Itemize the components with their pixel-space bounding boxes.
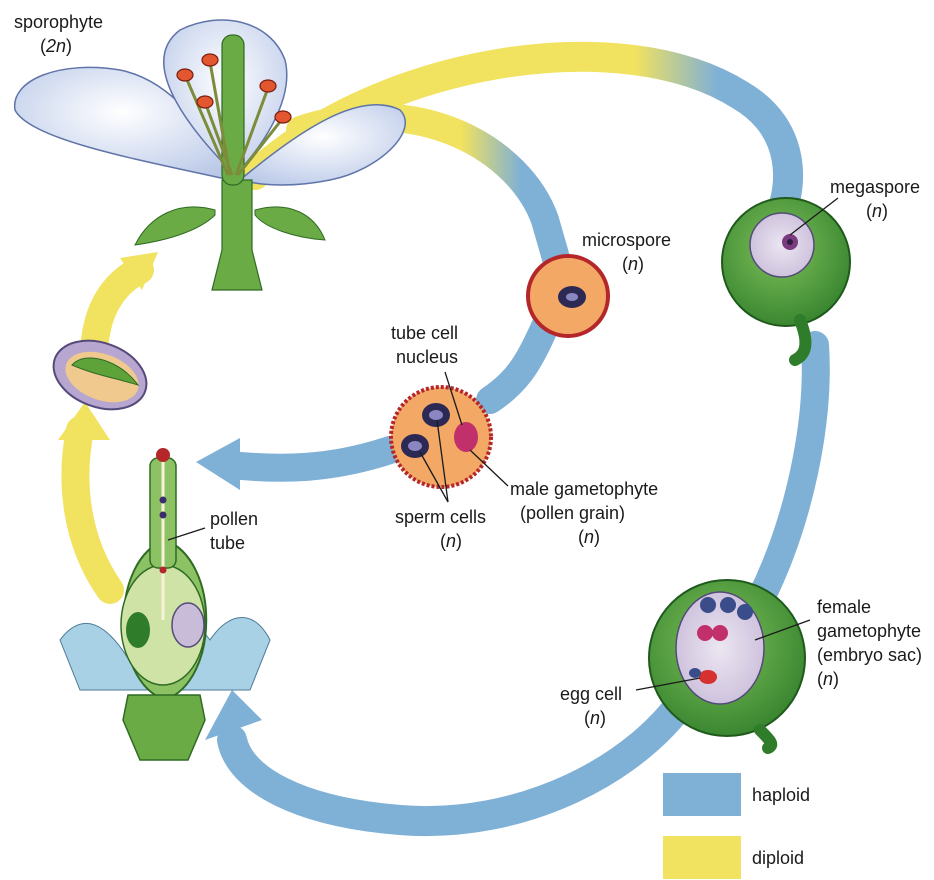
legend: haploid diploid (663, 773, 810, 879)
megaspore-ovule (722, 198, 850, 360)
label-sporophyte: sporophyte (2n) (14, 12, 103, 56)
legend-swatch-diploid (663, 836, 741, 879)
label-pollen-tube-line1: pollen (210, 509, 258, 529)
label-male-gametophyte-ploidy: (n) (578, 527, 600, 547)
label-pollen-tube-line2: tube (210, 533, 245, 553)
label-tube-cell-line2: nucleus (396, 347, 458, 367)
label-female-gametophyte-line2: gametophyte (817, 621, 921, 641)
arc-seed-to-sporophyte (95, 270, 140, 340)
label-megaspore-name: megaspore (830, 177, 920, 197)
label-sporophyte-ploidy: (2n) (40, 36, 72, 56)
label-male-gametophyte-line1: male gametophyte (510, 479, 658, 499)
label-female-gametophyte: female gametophyte (embryo sac) (n) (817, 597, 922, 689)
label-egg-cell-ploidy: (n) (584, 708, 606, 728)
label-sperm-cells: sperm cells (n) (395, 507, 486, 551)
leaf-right (255, 207, 325, 240)
arc-pistil-to-seed (75, 430, 110, 590)
label-male-gametophyte-line2: (pollen grain) (520, 503, 625, 523)
arc-megaspore-to-embryo-sac (760, 345, 816, 600)
label-microspore-name: microspore (582, 230, 671, 250)
arc-embryo-sac-to-pistil (232, 690, 690, 821)
microspore-cell (528, 256, 608, 336)
legend-label-haploid: haploid (752, 785, 810, 805)
label-female-gametophyte-ploidy: (n) (817, 669, 839, 689)
label-tube-cell-nucleus: tube cell nucleus (391, 323, 458, 367)
label-tube-cell-line1: tube cell (391, 323, 458, 343)
label-microspore-ploidy: (n) (622, 254, 644, 274)
legend-swatch-haploid (663, 773, 741, 816)
arc-microspore-to-pollen (490, 320, 548, 400)
label-sperm-cells-name: sperm cells (395, 507, 486, 527)
label-sperm-cells-ploidy: (n) (440, 531, 462, 551)
label-megaspore-ploidy: (n) (866, 201, 888, 221)
arrowhead-left (196, 438, 240, 490)
label-male-gametophyte: male gametophyte (pollen grain) (n) (510, 479, 658, 547)
label-egg-cell-name: egg cell (560, 684, 622, 704)
leaf-left (135, 207, 215, 245)
seed (44, 329, 156, 422)
label-female-gametophyte-line1: female (817, 597, 871, 617)
label-sporophyte-name: sporophyte (14, 12, 103, 32)
ovule-in-pistil (172, 603, 204, 647)
legend-label-diploid: diploid (752, 848, 804, 868)
label-egg-cell: egg cell (n) (560, 684, 622, 728)
label-megaspore: megaspore (n) (830, 177, 920, 221)
flower-stem (212, 180, 262, 290)
receptacle (123, 695, 205, 760)
sporophyte-flower (15, 20, 406, 290)
arc-pollen-to-pistil (230, 450, 390, 468)
label-female-gametophyte-line3: (embryo sac) (817, 645, 922, 665)
label-pollen-tube: pollen tube (210, 509, 258, 553)
